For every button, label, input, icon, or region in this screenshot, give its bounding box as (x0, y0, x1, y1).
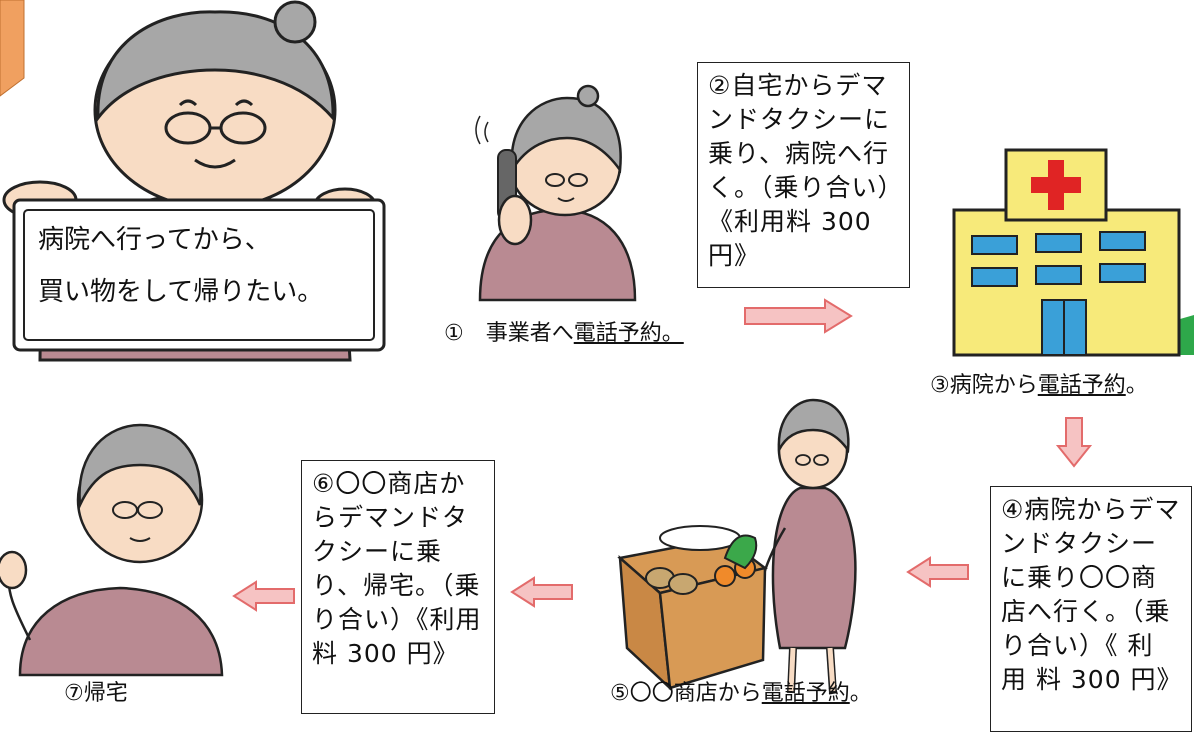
arrow-left-icon (510, 576, 573, 608)
grandma-waving-illustration (0, 423, 224, 677)
step6-box: ⑥〇〇商店からデマンドタクシーに乗り、帰宅。（乗り合い）《利用料 300 円》 (301, 460, 495, 714)
step5-suffix: 。 (849, 681, 872, 706)
step4-box: ④病院からデマンドタクシーに乗り〇〇商店へ行く。（乗り合い）《 利 用 料 30… (990, 486, 1192, 732)
step5-caption: ⑤〇〇商店から電話予約。 (610, 680, 872, 708)
step3-underlined: 電話予約 (1037, 373, 1126, 398)
step3-suffix: 。 (1125, 373, 1148, 398)
step5-underlined: 電話予約 (761, 681, 850, 706)
speech-sign-line-1: 病院へ行ってから、 (38, 225, 271, 255)
step3-caption: ③病院から電話予約。 (930, 372, 1148, 400)
arrow-left-icon (906, 556, 969, 588)
arrow-left-icon (232, 580, 295, 612)
grandma-phone-illustration (475, 84, 637, 302)
speech-sign-line-2: 買い物をして帰りたい。 (38, 277, 324, 307)
grandma-sign-illustration (2, 0, 386, 362)
step2-box: ②自宅からデマンドタクシーに乗り、病院へ行く。（乗り合い）《利用料 300 円》 (697, 62, 910, 288)
speech-sign-text: 病院へ行ってから、 買い物をして帰りたい。 (38, 214, 323, 318)
step3-prefix: ③病院から (930, 373, 1038, 398)
arrow-down-icon (1055, 417, 1093, 468)
grandma-shopping-illustration (617, 398, 857, 694)
step1-caption: ① 事業者へ電話予約。 (444, 320, 684, 348)
step1-underlined: 電話予約。 (573, 321, 684, 346)
step5-prefix: ⑤〇〇商店から (610, 681, 762, 706)
hospital-illustration (952, 148, 1194, 357)
step7-caption: ⑦帰宅 (64, 681, 128, 706)
step1-prefix: ① 事業者へ (444, 321, 574, 346)
arrow-right-icon (744, 298, 853, 334)
orange-tab-decoration (0, 0, 25, 97)
